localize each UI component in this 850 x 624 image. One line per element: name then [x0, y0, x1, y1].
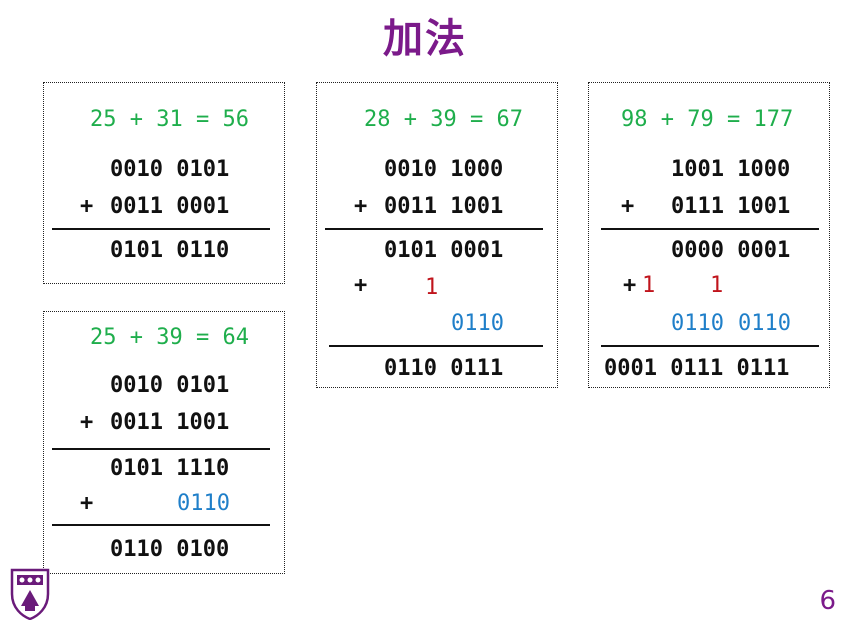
- operand-2: 0011 1001: [384, 194, 504, 219]
- correction: 0110: [177, 491, 230, 516]
- carry-digit-low: 1: [710, 273, 724, 298]
- page-title: 加法: [383, 16, 467, 62]
- plus-sign: +: [80, 194, 94, 219]
- plus-sign-2: +: [623, 273, 637, 298]
- sum-rule: [601, 228, 819, 230]
- result: 0001 0111 0111: [604, 356, 790, 381]
- plus-sign-2: +: [80, 491, 94, 516]
- result: 0110 0111: [384, 356, 504, 381]
- plus-sign-2: +: [354, 273, 368, 298]
- example-box-1: 25 + 31 = 56 0010 0101 + 0011 0001 0101 …: [43, 82, 285, 284]
- equation: 25 + 31 = 56: [90, 107, 249, 132]
- result-rule: [329, 345, 543, 347]
- operand-2: 0011 0001: [110, 194, 230, 219]
- sum-rule: [52, 228, 270, 230]
- carry-digit: 1: [425, 275, 439, 300]
- example-box-3: 28 + 39 = 67 0010 1000 + 0011 1001 0101 …: [316, 82, 558, 388]
- binary-sum: 0000 0001: [671, 238, 791, 263]
- result-rule: [52, 524, 270, 526]
- result: 0110 0100: [110, 537, 230, 562]
- operand-2: 0111 1001: [671, 194, 791, 219]
- example-box-4: 98 + 79 = 177 1001 1000 + 0111 1001 0000…: [588, 82, 830, 388]
- correction-high: 0110: [671, 311, 724, 336]
- result: 0101 0110: [110, 238, 230, 263]
- correction: 0110: [451, 311, 504, 336]
- binary-sum: 0101 0001: [384, 238, 504, 263]
- page-number: 6: [819, 586, 836, 616]
- equation: 28 + 39 = 67: [364, 107, 523, 132]
- equation: 25 + 39 = 64: [90, 325, 249, 350]
- sum-rule: [325, 228, 543, 230]
- plus-sign: +: [621, 194, 635, 219]
- operand-1: 0010 0101: [110, 157, 230, 182]
- operand-1: 0010 1000: [384, 157, 504, 182]
- sum-rule: [52, 448, 270, 450]
- binary-sum: 0101 1110: [110, 456, 230, 481]
- result-rule: [601, 345, 819, 347]
- equation: 98 + 79 = 177: [621, 107, 794, 132]
- operand-1: 0010 0101: [110, 373, 230, 398]
- university-crest-logo: [8, 566, 52, 621]
- example-box-2: 25 + 39 = 64 0010 0101 + 0011 1001 0101 …: [43, 311, 285, 574]
- operand-1: 1001 1000: [671, 157, 791, 182]
- carry-digit-high: 1: [642, 273, 656, 298]
- correction-low: 0110: [738, 311, 791, 336]
- operand-2: 0011 1001: [110, 410, 230, 435]
- plus-sign: +: [354, 194, 368, 219]
- plus-sign: +: [80, 410, 94, 435]
